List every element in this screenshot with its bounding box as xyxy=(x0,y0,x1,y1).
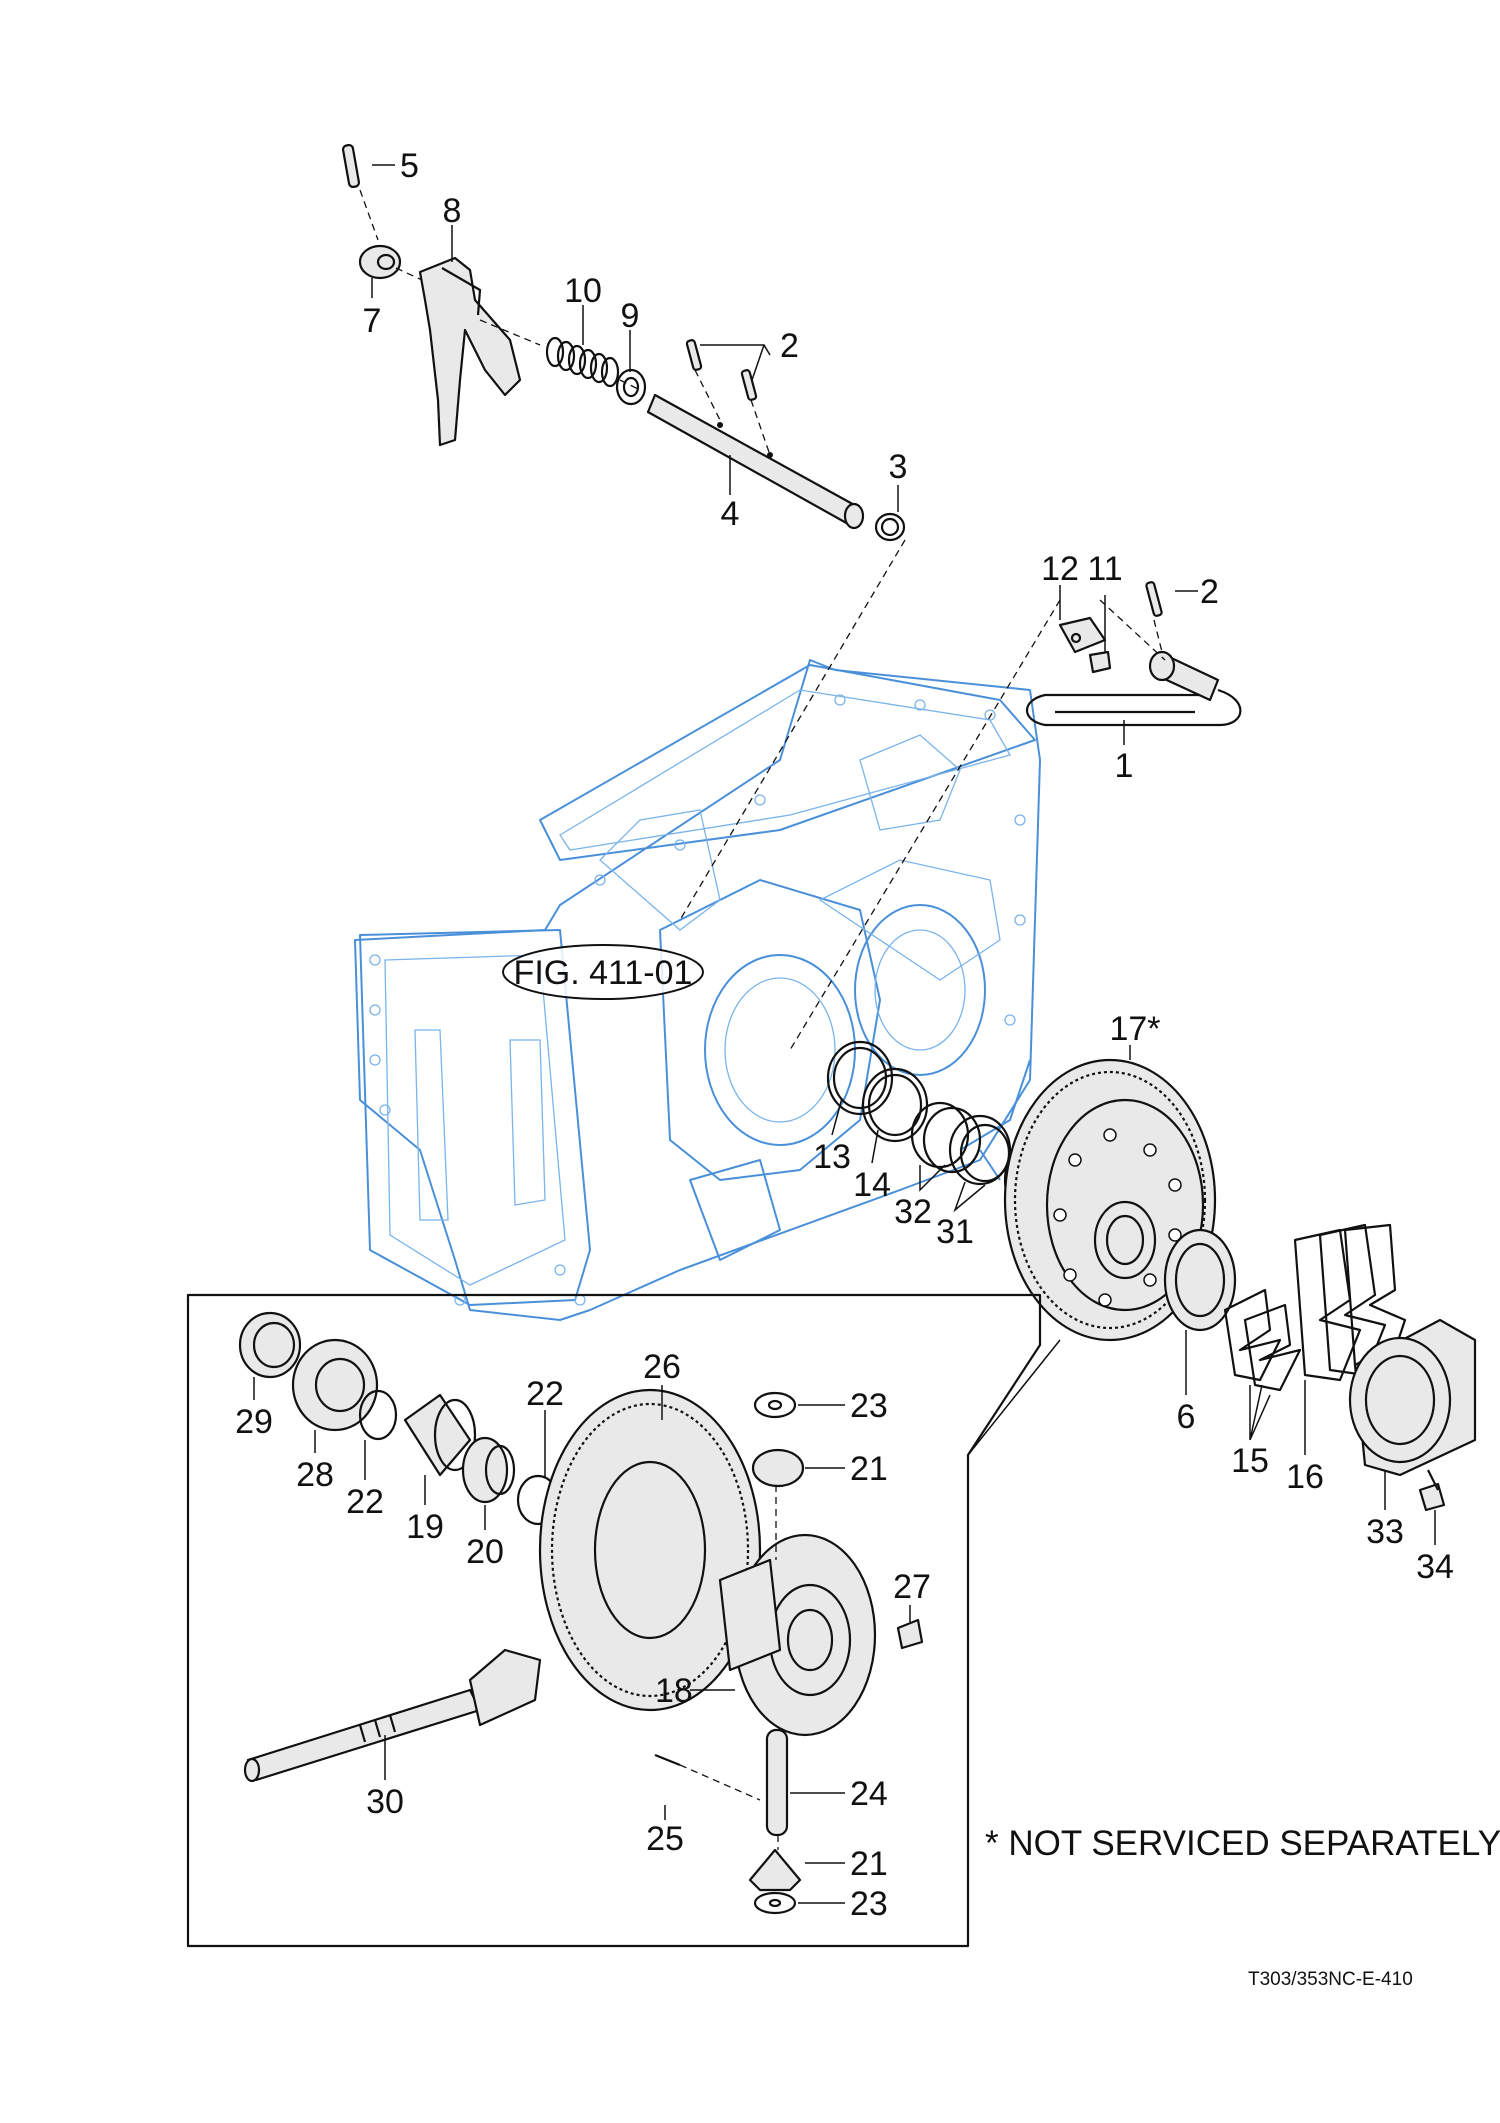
figure-reference[interactable]: FIG. 411-01 xyxy=(502,944,704,1000)
callout-6: 6 xyxy=(1177,1398,1196,1436)
figure-reference-label: FIG. 411-01 xyxy=(514,954,693,992)
callout-13: 13 xyxy=(813,1138,851,1176)
leader-lines xyxy=(253,164,1436,1904)
callout-11: 11 xyxy=(1087,550,1122,588)
callout-4: 4 xyxy=(721,495,740,533)
callout-3: 3 xyxy=(889,448,908,486)
callout-labels: 5 8 7 10 9 2 3 4 12 11 2 1 17* 13 14 32 … xyxy=(235,147,1454,1923)
callout-32: 32 xyxy=(894,1193,932,1231)
callout-8: 8 xyxy=(443,192,462,230)
callout-17: 17* xyxy=(1109,1010,1160,1048)
callout-7: 7 xyxy=(363,302,382,340)
lever-assembly xyxy=(1026,581,1242,727)
callout-1: 1 xyxy=(1115,747,1134,785)
callout-10: 10 xyxy=(564,272,602,310)
callout-2-right: 2 xyxy=(1200,573,1219,611)
callout-26: 26 xyxy=(643,1348,681,1386)
drawing-code: T303/353NC-E-410 xyxy=(1248,1969,1413,1990)
callout-29: 29 xyxy=(235,1403,273,1441)
callout-12: 12 xyxy=(1041,550,1079,588)
callout-23-upper: 23 xyxy=(850,1387,888,1425)
callout-16: 16 xyxy=(1286,1458,1324,1496)
transmission-housing xyxy=(354,659,1041,1321)
callout-9: 9 xyxy=(621,297,640,335)
inset-detail xyxy=(186,1293,1061,1948)
callout-30: 30 xyxy=(366,1783,404,1821)
callout-31: 31 xyxy=(936,1213,974,1251)
callout-22-right: 22 xyxy=(526,1375,564,1413)
callout-34: 34 xyxy=(1416,1548,1454,1586)
callout-27: 27 xyxy=(893,1568,931,1606)
callout-5: 5 xyxy=(400,147,419,185)
callout-33: 33 xyxy=(1366,1513,1404,1551)
callout-18: 18 xyxy=(655,1672,693,1710)
callout-19: 19 xyxy=(406,1508,444,1546)
callout-23-lower: 23 xyxy=(850,1885,888,1923)
callout-22-left: 22 xyxy=(346,1483,384,1521)
callout-24: 24 xyxy=(850,1775,888,1813)
callout-2-upper: 2 xyxy=(780,327,799,365)
differential-side-parts xyxy=(826,1040,1477,1512)
callout-21-lower: 21 xyxy=(850,1845,888,1883)
footnote-not-serviced: * NOT SERVICED SEPARATELY xyxy=(985,1824,1500,1863)
callout-25: 25 xyxy=(646,1820,684,1858)
callout-20: 20 xyxy=(466,1533,504,1571)
callout-28: 28 xyxy=(296,1456,334,1494)
callout-21-upper: 21 xyxy=(850,1450,888,1488)
shift-fork-assembly xyxy=(341,143,906,542)
callout-15: 15 xyxy=(1231,1442,1269,1480)
callout-14: 14 xyxy=(853,1166,891,1204)
